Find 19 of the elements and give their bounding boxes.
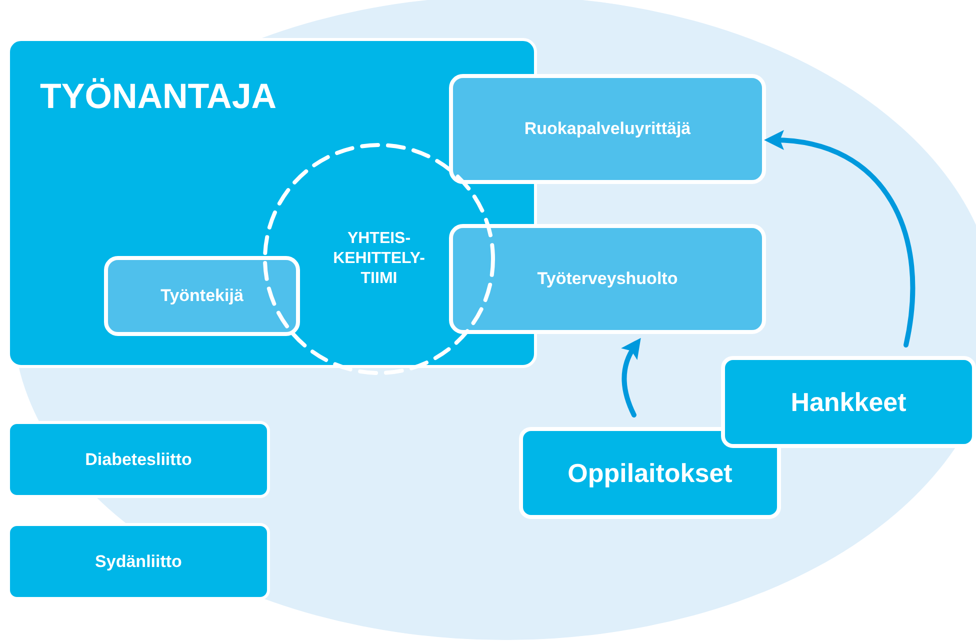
rounded-box [721, 356, 976, 448]
rounded-box [519, 427, 781, 519]
rounded-box [104, 256, 300, 336]
rounded-box [7, 523, 270, 600]
node-label: Oppilaitokset [568, 456, 732, 490]
curved-arrow [764, 130, 916, 348]
node-label: Ruokapalveluyrittäjä [524, 118, 691, 140]
panel-title: TYÖNANTAJA [40, 79, 277, 114]
rounded-box [449, 74, 766, 184]
curved-arrow [621, 338, 640, 418]
node-label: Sydänliitto [95, 550, 182, 573]
dashed-circle [262, 142, 496, 376]
rounded-box [7, 421, 270, 498]
node-label: Diabetesliitto [85, 448, 192, 471]
node-label: Työterveyshuolto [537, 268, 678, 290]
node-label: Hankkeet [790, 386, 906, 418]
node-label: YHTEIS- KEHITTELY- TIIMI [332, 229, 426, 289]
node-label: Työntekijä [160, 285, 244, 308]
rounded-box [449, 224, 766, 334]
